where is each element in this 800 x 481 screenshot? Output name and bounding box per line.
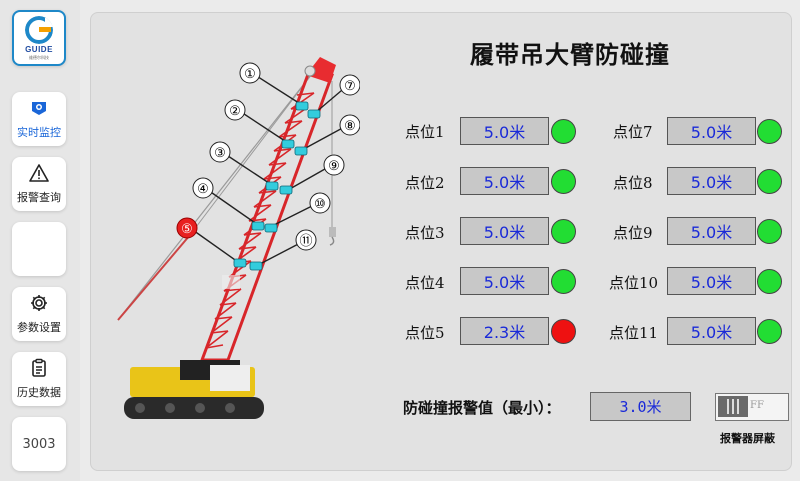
status-led-ok (757, 269, 782, 294)
alarm-mute-toggle[interactable]: FF (715, 393, 789, 421)
marker-8: ⑧ (344, 119, 356, 134)
point-label: 点位3 (405, 224, 445, 242)
camera-icon (32, 102, 46, 115)
point-label: 点位11 (609, 324, 659, 342)
alarm-threshold-input[interactable]: 3.0米 (590, 392, 691, 421)
point-value: 5.0米 (667, 117, 756, 145)
sidebar: GUIDE 维德尔科技 实时监控 报警查询 参数设置 (0, 0, 80, 481)
page-title: 履带吊大臂防碰撞 (470, 40, 670, 69)
nav-alarm-query[interactable]: 报警查询 (12, 157, 66, 211)
status-led-alarm (551, 319, 576, 344)
marker-5: ⑤ (181, 222, 193, 237)
point-label: 点位1 (405, 123, 445, 141)
nav-label: 参数设置 (17, 321, 61, 334)
marker-2: ② (229, 104, 241, 119)
point-label: 点位5 (405, 324, 445, 342)
marker-10: ⑩ (314, 197, 326, 212)
marker-3: ③ (214, 146, 226, 161)
gear-icon (31, 295, 47, 311)
point-label: 点位4 (405, 274, 445, 292)
status-led-ok (551, 119, 576, 144)
logo-text: GUIDE (25, 44, 53, 54)
marker-1: ① (244, 67, 256, 82)
point-value: 5.0米 (460, 117, 549, 145)
device-id-card: 3003 (12, 417, 66, 471)
status-led-ok (757, 119, 782, 144)
point-label: 点位2 (405, 174, 445, 192)
marker-7: ⑦ (344, 79, 356, 94)
point-value: 2.3米 (460, 317, 549, 345)
toggle-caption: 报警器屏蔽 (720, 432, 775, 445)
device-id: 3003 (22, 436, 56, 452)
warning-icon (29, 164, 49, 182)
nav-parameter-settings[interactable]: 参数设置 (12, 287, 66, 341)
point-label: 点位9 (613, 224, 653, 242)
marker-9: ⑨ (328, 159, 340, 174)
point-value: 5.0米 (667, 217, 756, 245)
nav-label: 历史数据 (17, 386, 61, 399)
point-value: 5.0米 (460, 167, 549, 195)
status-led-ok (551, 169, 576, 194)
status-led-ok (757, 319, 782, 344)
status-led-ok (551, 219, 576, 244)
toggle-state-text: FF (750, 400, 764, 411)
point-value: 5.0米 (667, 317, 756, 345)
clipboard-icon (32, 358, 46, 377)
logo: GUIDE 维德尔科技 (12, 10, 66, 66)
point-label: 点位10 (609, 274, 659, 292)
status-led-ok (757, 219, 782, 244)
alarm-threshold-label: 防碰撞报警值（最小）： (403, 399, 561, 417)
crane-illustration: ① ② ③ ④ ⑤ ⑦ ⑧ ⑨ ⑩ ⑪ (117, 57, 360, 419)
nav-label: 实时监控 (17, 126, 61, 139)
marker-4: ④ (197, 182, 209, 197)
nav-realtime-monitor[interactable]: 实时监控 (12, 92, 66, 146)
nav-label: 报警查询 (17, 191, 61, 204)
point-value: 5.0米 (667, 267, 756, 295)
status-led-ok (757, 169, 782, 194)
status-led-ok (551, 269, 576, 294)
point-value: 5.0米 (460, 267, 549, 295)
point-label: 点位8 (613, 174, 653, 192)
guide-logo-icon (25, 15, 53, 44)
toggle-knob (718, 396, 748, 417)
point-value: 5.0米 (460, 217, 549, 245)
point-value: 5.0米 (667, 167, 756, 195)
marker-11: ⑪ (299, 234, 312, 249)
nav-empty-slot[interactable] (12, 222, 66, 276)
nav-history-data[interactable]: 历史数据 (12, 352, 66, 406)
point-label: 点位7 (613, 123, 653, 141)
logo-subtext: 维德尔科技 (29, 54, 49, 60)
